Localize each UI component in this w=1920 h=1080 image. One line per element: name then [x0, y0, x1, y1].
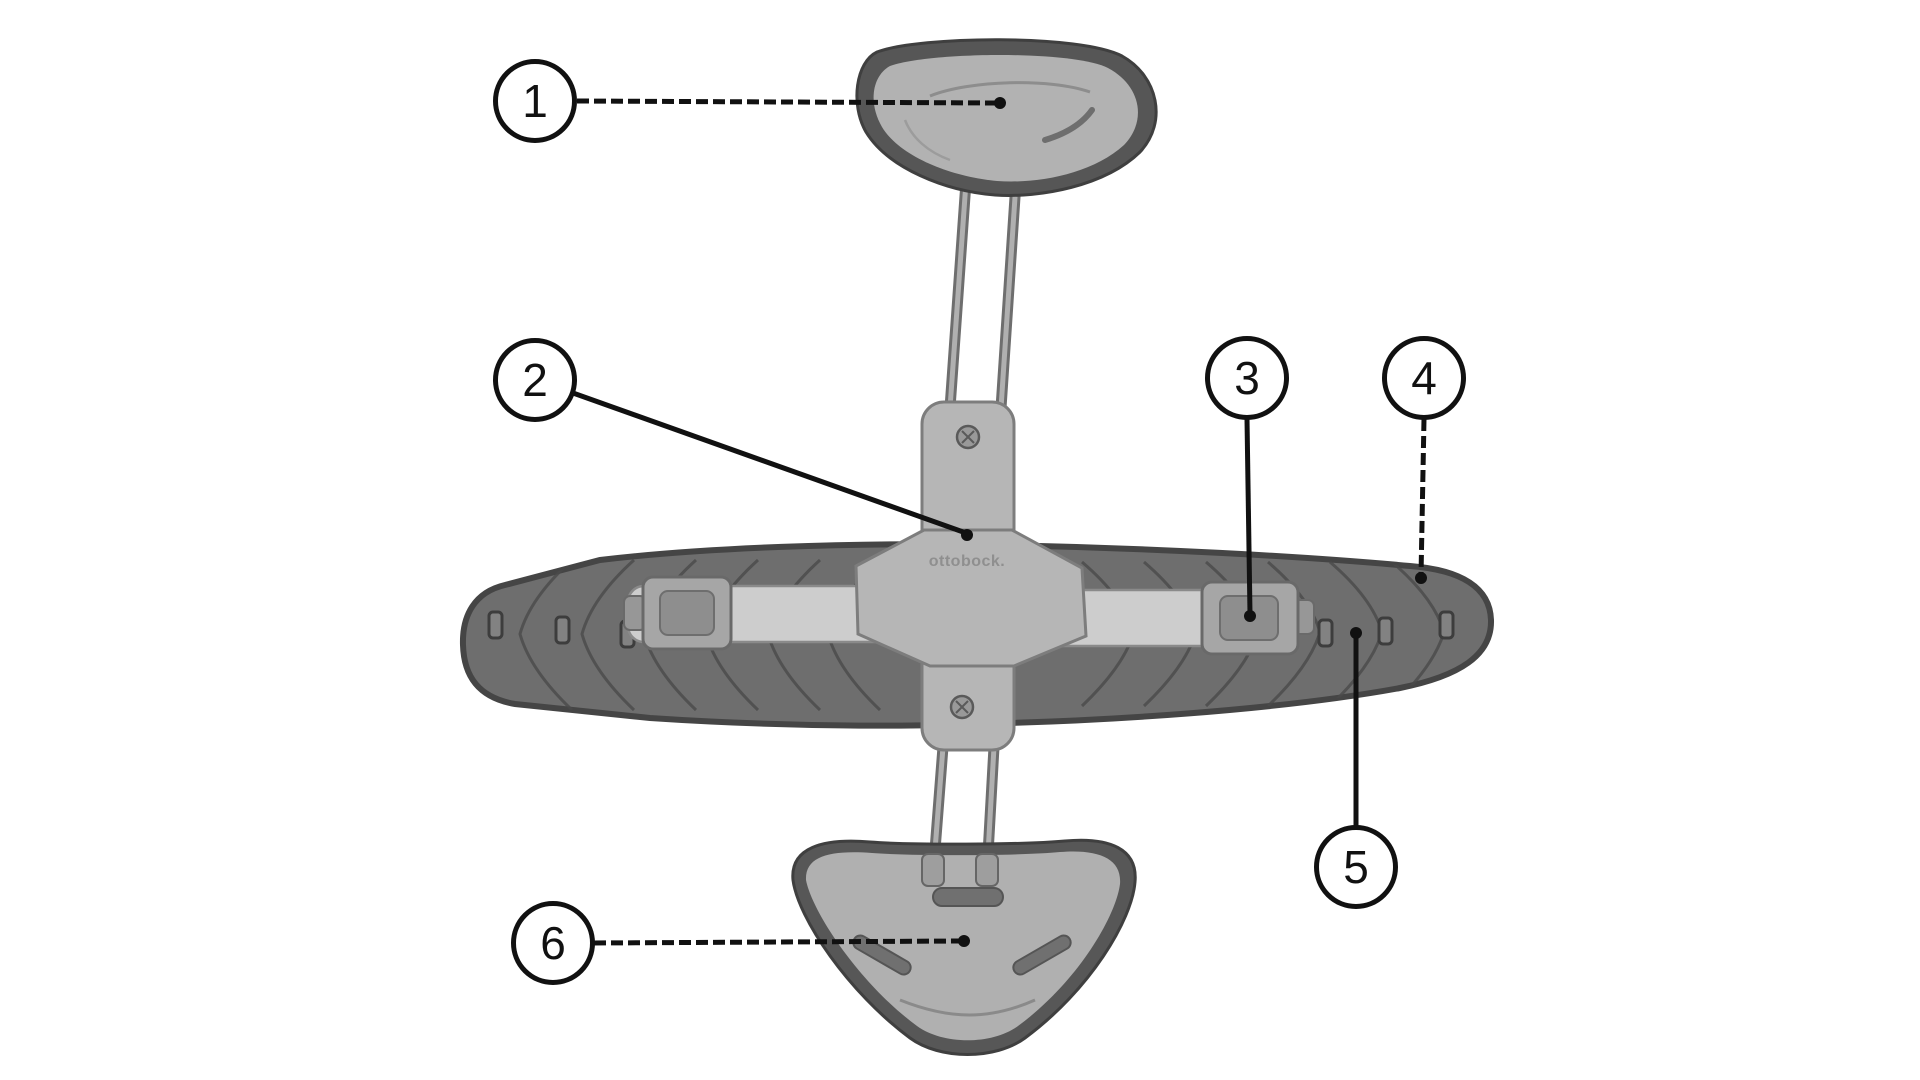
callout-3-number: 3 — [1234, 352, 1260, 404]
leader-dot-4 — [1415, 572, 1427, 584]
belt-slot — [1317, 618, 1334, 648]
callout-4: 4 — [1382, 336, 1466, 420]
bottom-pad-slot-left — [852, 934, 912, 976]
belt-chevron — [518, 558, 574, 712]
upper-rod-right-highlight — [998, 179, 1019, 411]
screw-bottom-slot — [955, 700, 969, 714]
callout-2: 2 — [493, 338, 577, 422]
brand-label: ottobock. — [928, 553, 1006, 570]
bottom-pad-slot-right — [1012, 934, 1072, 976]
bottom-pad-slot-center — [932, 887, 1004, 907]
belt-chevron — [580, 558, 636, 712]
leader-line-1 — [576, 98, 999, 106]
belt-slot — [1438, 610, 1455, 640]
back-plate — [854, 400, 1088, 752]
rod-clamp-left — [921, 853, 945, 887]
top-pad-contour — [903, 119, 951, 162]
callout-1-number: 1 — [522, 75, 548, 127]
rod-clamp-right — [975, 853, 999, 887]
leader-dot-2 — [961, 529, 973, 541]
top-pad-slot — [1042, 107, 1095, 143]
callout-3: 3 — [1205, 336, 1289, 420]
belt-slot — [487, 610, 504, 640]
back-plate-center — [854, 528, 1088, 668]
top-pad — [855, 38, 1158, 197]
screw-top-slot — [961, 430, 975, 444]
top-pad-stitch-line — [929, 81, 1091, 98]
leader-dot-6 — [958, 935, 970, 947]
bottom-pad-contour — [899, 998, 1036, 1017]
callout-6-number: 6 — [540, 917, 566, 969]
leader-dot-3 — [1244, 610, 1256, 622]
leader-line-2 — [572, 390, 967, 536]
callout-5-number: 5 — [1343, 841, 1369, 893]
bottom-pad — [791, 838, 1137, 1056]
belt-slot — [1377, 616, 1394, 646]
callout-1: 1 — [493, 59, 577, 143]
leader-line-3 — [1244, 418, 1253, 615]
left-buckle-window — [659, 590, 715, 636]
leader-dot-5 — [1350, 627, 1362, 639]
belt-slot — [554, 615, 571, 645]
leader-dot-1 — [994, 97, 1006, 109]
callout-5: 5 — [1314, 825, 1398, 909]
upper-rods — [944, 176, 1022, 414]
leader-line-6 — [593, 938, 963, 946]
callout-6: 6 — [511, 901, 595, 985]
upper-rod-left-highlight — [947, 179, 969, 411]
callout-4-number: 4 — [1411, 352, 1437, 404]
callout-2-number: 2 — [522, 354, 548, 406]
leader-lines — [572, 97, 1427, 947]
leader-line-4 — [1418, 418, 1427, 577]
